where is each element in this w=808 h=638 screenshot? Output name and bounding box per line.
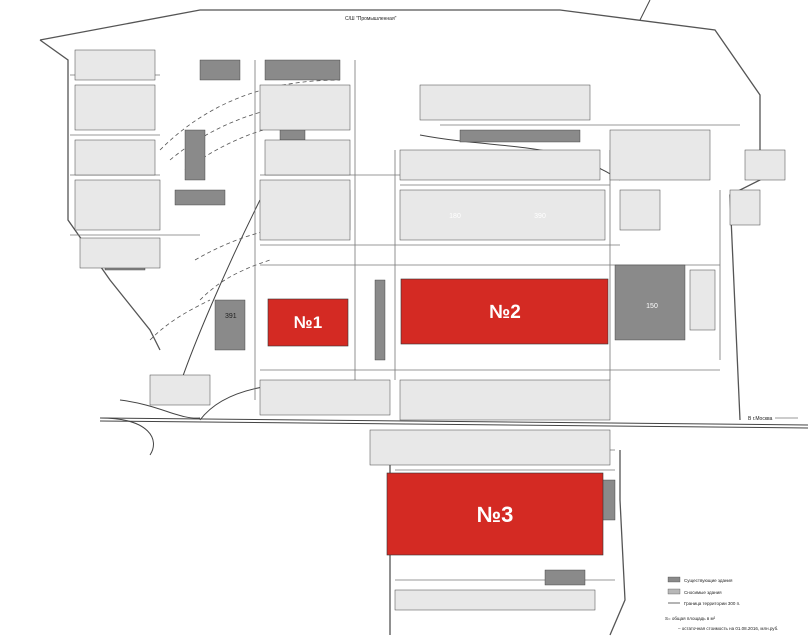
road-labels: С/Ш "Промышленная" В г.Москва xyxy=(345,16,798,422)
zone-1-label: №1 xyxy=(294,313,322,332)
outline-buildings xyxy=(74,49,786,611)
building-391-label: 391 xyxy=(225,313,237,320)
moscow-direction-label: В г.Москва xyxy=(748,416,773,422)
legend: Существующие здания Сносимые здания Гран… xyxy=(665,576,778,631)
legend-note-cost: – остаточная стоимость на 01.08.2016, мл… xyxy=(678,626,778,631)
sale-zones: №1 №2 №3 xyxy=(267,278,609,556)
zone-3-label: №3 xyxy=(477,502,514,527)
zone-2[interactable]: №2 xyxy=(400,278,609,345)
station-label: С/Ш "Промышленная" xyxy=(345,16,397,22)
legend-boundary-label: Граница территории 300 п. xyxy=(684,601,740,606)
zone-1-area[interactable] xyxy=(267,298,349,347)
legend-demolished-label: Сносимые здания xyxy=(684,590,722,595)
zone-3-area[interactable] xyxy=(386,472,604,556)
legend-swatch-existing xyxy=(667,576,681,583)
building-numbers: 150 180 390 391 xyxy=(225,213,658,320)
legend-existing-label: Существующие здания xyxy=(684,578,733,583)
zone-2-area[interactable] xyxy=(400,278,609,345)
zone-1[interactable]: №1 xyxy=(267,298,349,347)
building-180-label: 180 xyxy=(449,213,461,220)
zone-3[interactable]: №3 xyxy=(386,472,604,556)
zone-2-label: №2 xyxy=(489,302,521,323)
legend-swatch-demolished xyxy=(667,588,681,595)
building-390-label: 390 xyxy=(534,213,546,220)
building-150-label: 150 xyxy=(646,303,658,310)
legend-note-area: S= общая площадь в м² xyxy=(665,616,716,621)
